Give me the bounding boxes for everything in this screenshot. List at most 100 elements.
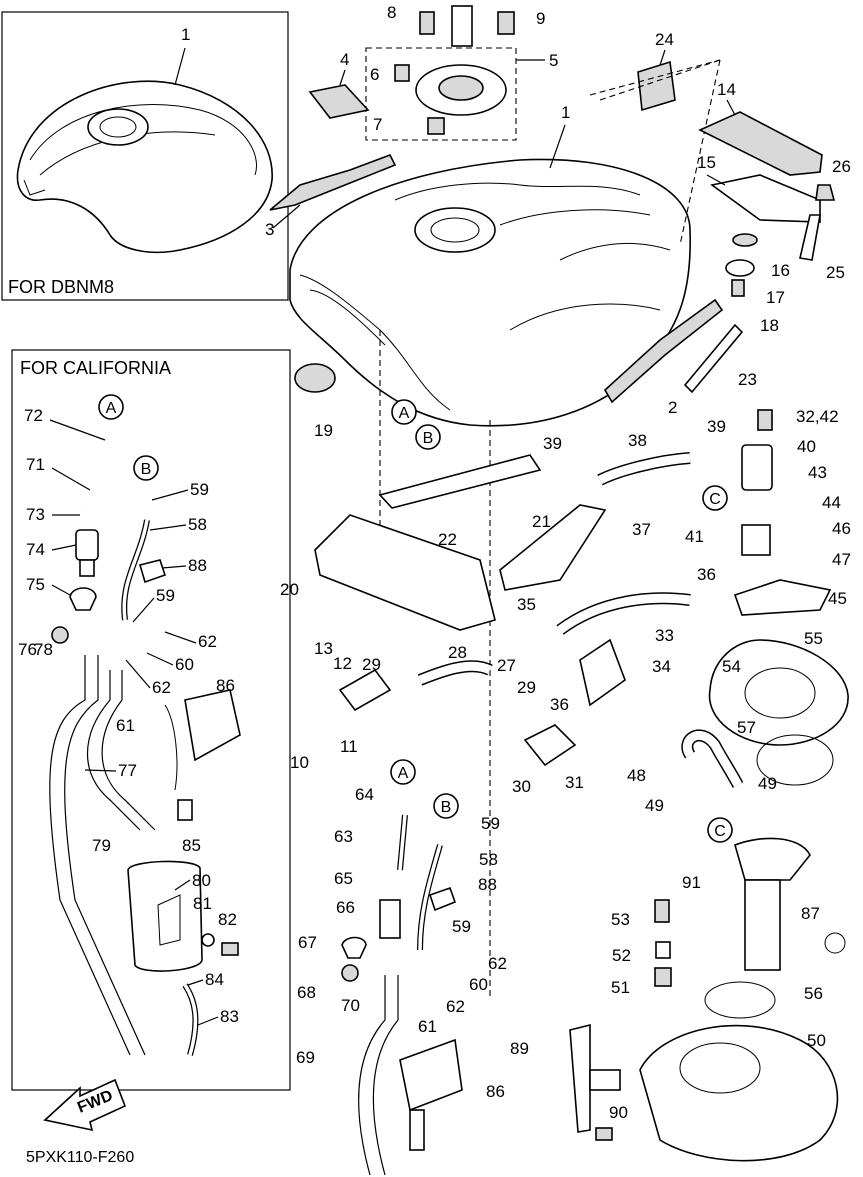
dbnm8-part-number: 1 (181, 25, 190, 44)
svg-text:69: 69 (296, 1048, 315, 1067)
svg-text:73: 73 (26, 505, 45, 524)
svg-text:34: 34 (652, 657, 671, 676)
svg-text:28: 28 (448, 643, 467, 662)
svg-text:B: B (423, 430, 434, 447)
svg-text:88: 88 (188, 556, 207, 575)
diagram-code: 5PXK110-F260 (26, 1149, 134, 1166)
fuel-tank-assembly: A B 3 4 5 6 7 8 9 1 24 14 15 26 16 17 25… (265, 3, 851, 1000)
svg-text:27: 27 (497, 656, 516, 675)
svg-text:4: 4 (340, 50, 349, 69)
svg-text:14: 14 (717, 80, 736, 99)
svg-text:56: 56 (804, 984, 823, 1003)
svg-text:61: 61 (116, 716, 135, 735)
svg-text:B: B (141, 461, 152, 478)
svg-text:A: A (398, 765, 409, 782)
svg-text:52: 52 (612, 946, 631, 965)
svg-text:2: 2 (668, 398, 677, 417)
svg-text:49: 49 (645, 796, 664, 815)
callout-a-circle (98, 394, 124, 420)
svg-text:60: 60 (469, 975, 488, 994)
svg-text:10: 10 (290, 753, 309, 772)
svg-text:82: 82 (218, 910, 237, 929)
svg-text:13: 13 (314, 639, 333, 658)
svg-text:29: 29 (362, 655, 381, 674)
svg-text:C: C (709, 491, 721, 508)
svg-text:30: 30 (512, 777, 531, 796)
svg-text:12: 12 (333, 654, 352, 673)
svg-text:43: 43 (808, 463, 827, 482)
svg-text:38: 38 (628, 431, 647, 450)
svg-text:72: 72 (24, 406, 43, 425)
svg-text:39: 39 (707, 417, 726, 436)
svg-text:79: 79 (92, 836, 111, 855)
svg-text:86: 86 (216, 676, 235, 695)
svg-text:78: 78 (34, 640, 53, 659)
svg-text:68: 68 (297, 983, 316, 1002)
svg-text:44: 44 (822, 493, 841, 512)
svg-text:32,42: 32,42 (796, 407, 839, 426)
svg-text:66: 66 (336, 898, 355, 917)
svg-text:55: 55 (804, 629, 823, 648)
fuel-pump-assembly: C 55 54 57 48 49 49 91 53 52 51 87 56 50… (510, 629, 849, 1162)
evap-hose-set: A B 64 63 65 66 67 68 70 69 61 59 58 88 … (296, 759, 507, 1176)
svg-text:24: 24 (655, 30, 674, 49)
svg-text:15: 15 (697, 153, 716, 172)
svg-text:59: 59 (481, 814, 500, 833)
svg-text:17: 17 (766, 288, 785, 307)
svg-text:51: 51 (611, 978, 630, 997)
svg-text:33: 33 (655, 626, 674, 645)
svg-text:64: 64 (355, 785, 374, 804)
svg-text:7: 7 (373, 115, 382, 134)
svg-text:47: 47 (832, 550, 851, 569)
svg-text:75: 75 (26, 575, 45, 594)
svg-text:54: 54 (722, 657, 741, 676)
svg-text:59: 59 (156, 586, 175, 605)
svg-text:62: 62 (446, 997, 465, 1016)
svg-text:53: 53 (611, 910, 630, 929)
svg-text:5: 5 (549, 51, 558, 70)
svg-text:71: 71 (26, 455, 45, 474)
svg-text:19: 19 (314, 421, 333, 440)
svg-text:16: 16 (771, 261, 790, 280)
svg-text:3: 3 (265, 220, 274, 239)
svg-text:50: 50 (807, 1031, 826, 1050)
svg-text:74: 74 (26, 540, 45, 559)
svg-text:57: 57 (737, 718, 756, 737)
svg-text:26: 26 (832, 157, 851, 176)
svg-text:20: 20 (280, 580, 299, 599)
inset-california: FOR CALIFORNIA A B (11, 349, 291, 1091)
svg-text:A: A (399, 405, 410, 422)
svg-text:11: 11 (340, 737, 358, 756)
fwd-arrow-icon: FWD (43, 1078, 127, 1132)
svg-text:1: 1 (561, 103, 570, 122)
svg-text:61: 61 (418, 1017, 437, 1036)
california-caption: FOR CALIFORNIA (20, 358, 171, 378)
svg-text:31: 31 (565, 773, 584, 792)
svg-text:21: 21 (532, 512, 551, 531)
svg-text:67: 67 (298, 933, 317, 952)
svg-text:70: 70 (341, 996, 360, 1015)
svg-text:90: 90 (609, 1103, 628, 1122)
svg-text:65: 65 (334, 869, 353, 888)
svg-text:83: 83 (220, 1007, 239, 1026)
svg-text:84: 84 (205, 970, 224, 989)
svg-text:A: A (106, 400, 117, 417)
svg-text:40: 40 (797, 437, 816, 456)
svg-text:8: 8 (387, 3, 396, 22)
svg-text:39: 39 (543, 434, 562, 453)
svg-text:58: 58 (188, 515, 207, 534)
svg-text:76: 76 (18, 640, 37, 659)
svg-text:41: 41 (685, 527, 704, 546)
svg-text:22: 22 (438, 530, 457, 549)
svg-text:60: 60 (175, 655, 194, 674)
svg-text:87: 87 (801, 904, 820, 923)
svg-text:59: 59 (452, 917, 471, 936)
svg-text:23: 23 (738, 370, 757, 389)
svg-text:62: 62 (198, 632, 217, 651)
svg-text:49: 49 (758, 774, 777, 793)
dbnm8-caption: FOR DBNM8 (8, 277, 114, 297)
svg-text:48: 48 (627, 766, 646, 785)
svg-text:36: 36 (550, 695, 569, 714)
svg-text:59: 59 (190, 480, 209, 499)
